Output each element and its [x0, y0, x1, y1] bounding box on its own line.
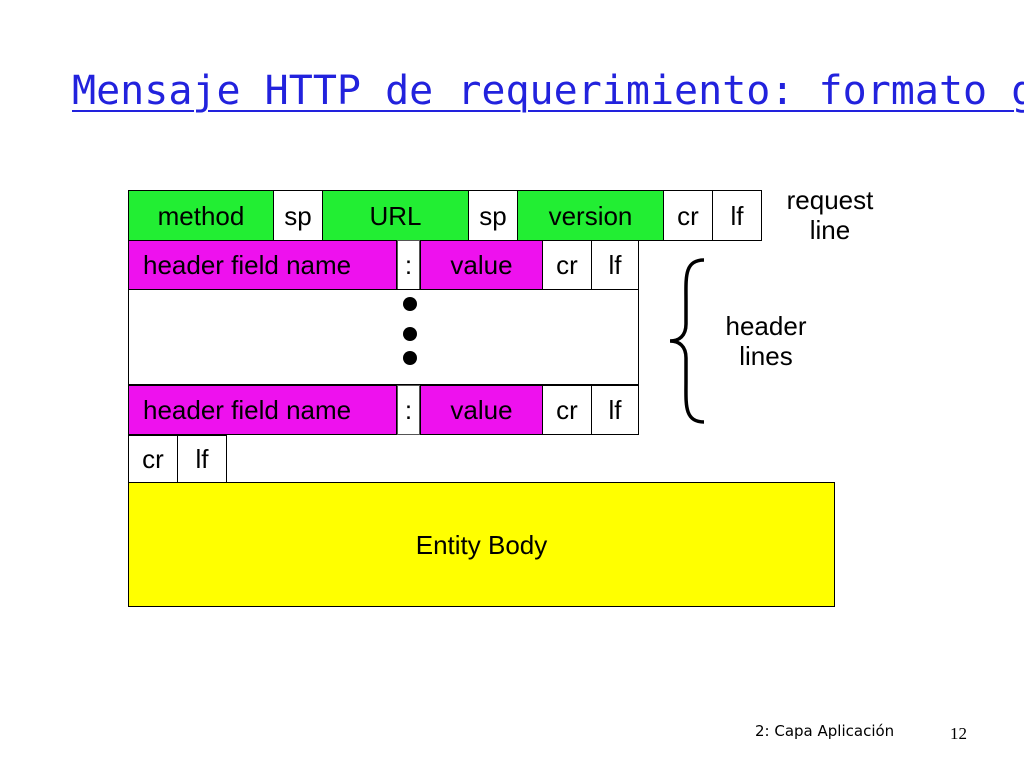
request-lf-field: lf [712, 190, 762, 241]
header-field-name-1: header field name [128, 240, 397, 290]
footer-chapter: 2: Capa Aplicación [755, 722, 895, 740]
header-lf-2: lf [591, 385, 639, 435]
header-value-1: value [420, 240, 543, 290]
header-cr-1: cr [542, 240, 592, 290]
request-line-label: request line [786, 185, 874, 245]
blank-lf-field: lf [177, 435, 227, 483]
header-colon-2: : [397, 385, 420, 435]
header-value-2: value [420, 385, 543, 435]
header-lines-brace [669, 258, 705, 424]
ellipsis-dot-3 [403, 351, 417, 365]
header-field-name-2: header field name [128, 385, 397, 435]
ellipsis-dot-1 [403, 297, 417, 311]
url-field: URL [322, 190, 469, 241]
request-cr-field: cr [663, 190, 713, 241]
header-colon-1: : [397, 240, 420, 290]
page-number: 12 [950, 724, 967, 743]
ellipsis-dot-2 [403, 327, 417, 341]
sp-field-2: sp [468, 190, 518, 241]
header-lf-1: lf [591, 240, 639, 290]
entity-body: Entity Body [128, 482, 835, 607]
sp-field-1: sp [273, 190, 323, 241]
header-lines-gap [128, 289, 639, 385]
method-field: method [128, 190, 274, 241]
slide-title: Mensaje HTTP de requerimiento: formato g… [72, 68, 1024, 114]
header-cr-2: cr [542, 385, 592, 435]
blank-cr-field: cr [128, 435, 178, 483]
header-lines-label: header lines [725, 311, 807, 371]
version-field: version [517, 190, 664, 241]
